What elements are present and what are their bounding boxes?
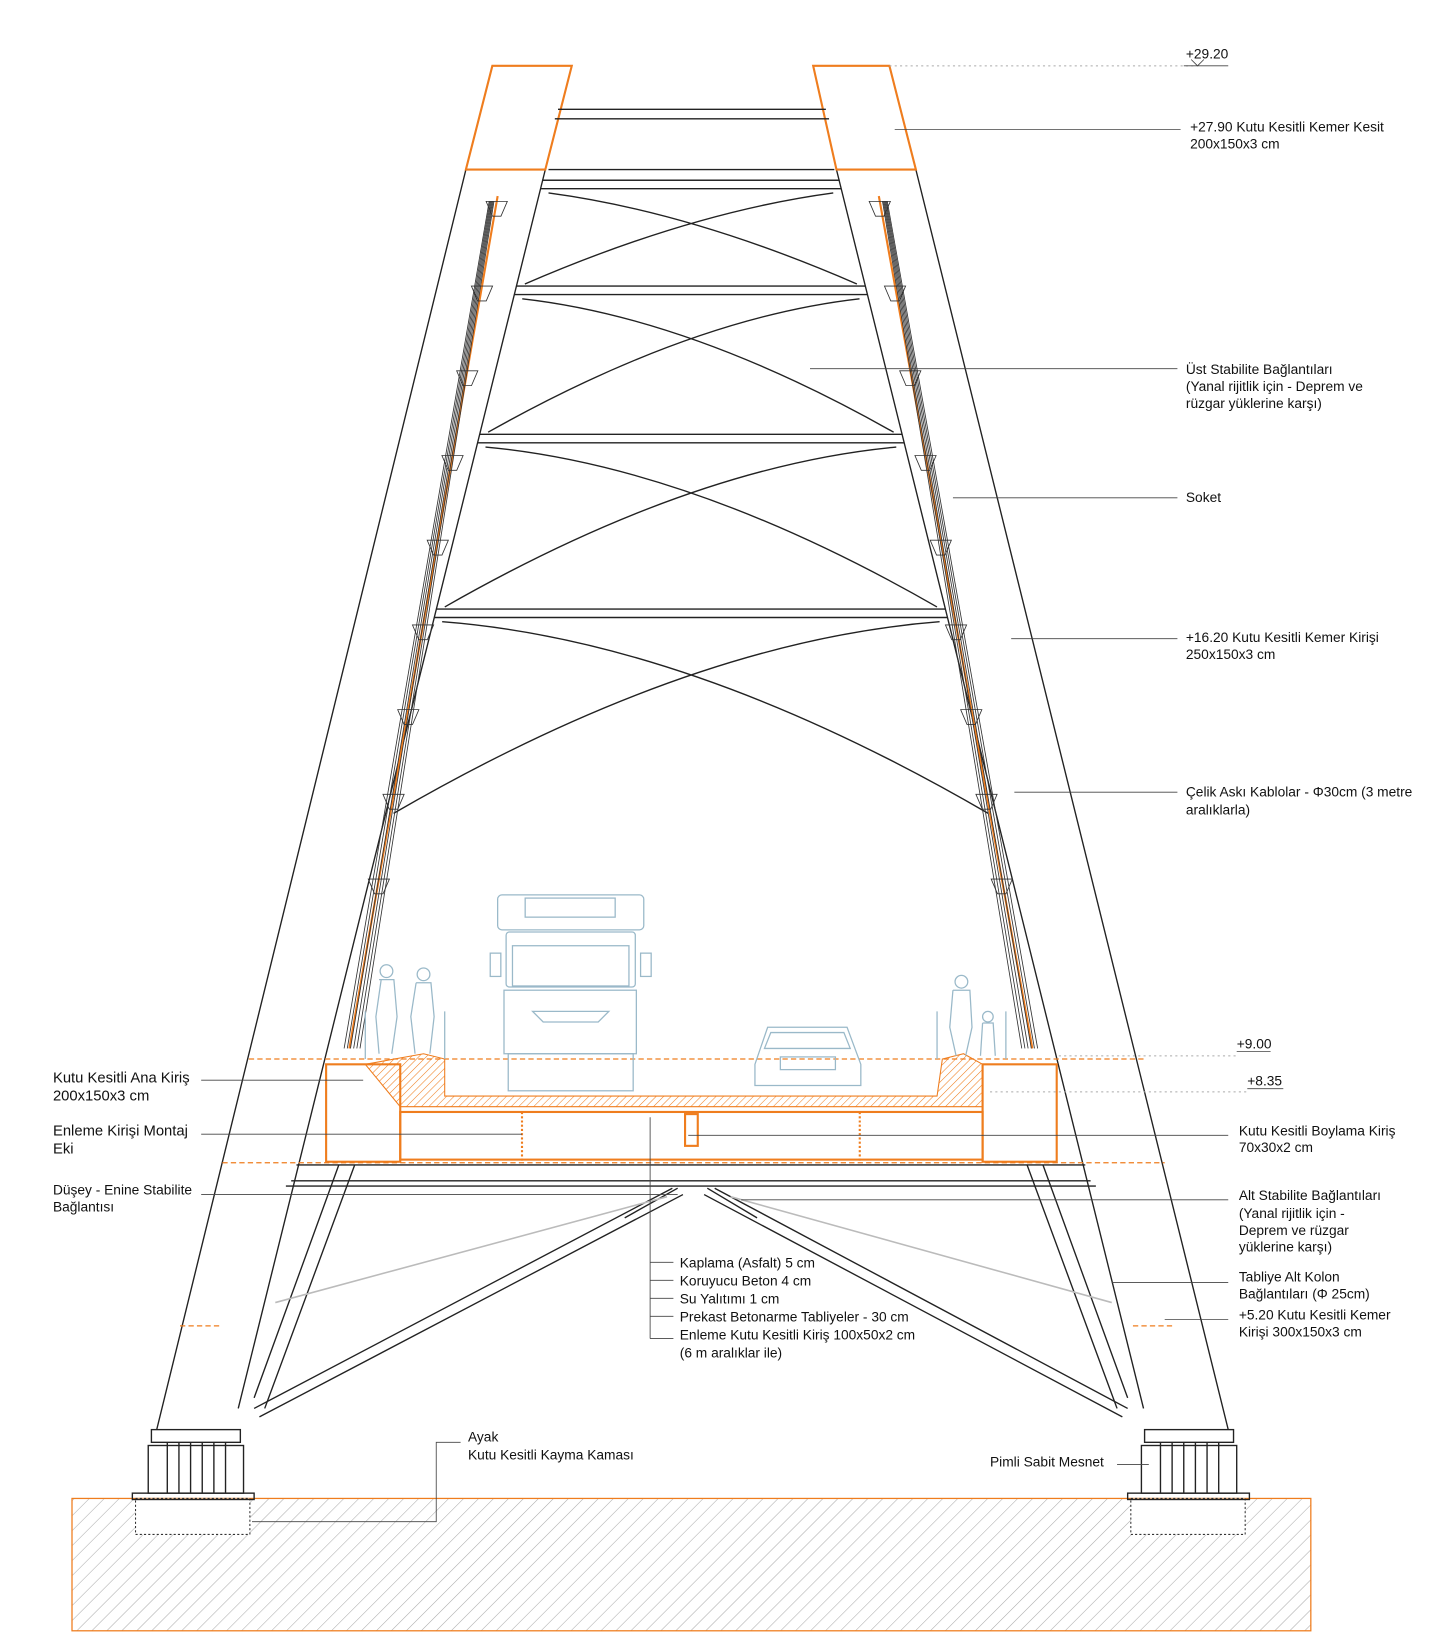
svg-text:Kirişi 300x150x3 cm: Kirişi 300x150x3 cm (1239, 1324, 1362, 1339)
bracing-beam (434, 608, 948, 619)
right-foundation-pocket (1130, 1497, 1246, 1535)
svg-text:(Yanal rijitlik için -: (Yanal rijitlik için - (1239, 1206, 1345, 1221)
svg-text:+5.20 Kutu Kesitli Kemer: +5.20 Kutu Kesitli Kemer (1239, 1308, 1391, 1323)
svg-text:Düşey - Enine Stabilite: Düşey - Enine Stabilite (53, 1183, 192, 1198)
svg-text:Ayak: Ayak (468, 1429, 498, 1444)
label-socket: Soket (1186, 490, 1221, 505)
svg-text:rüzgar yüklerine karşı): rüzgar yüklerine karşı) (1186, 396, 1322, 411)
label-cables: Çelik Askı Kablolar - Φ30cm (3 metre aral… (1186, 784, 1413, 817)
label-arch-mid: +16.20 Kutu Kesitli Kemer Kirişi 250x150x… (1186, 630, 1379, 662)
socket-icon (485, 200, 892, 217)
svg-text:Kutu Kesitli Kayma Kaması: Kutu Kesitli Kayma Kaması (468, 1447, 634, 1462)
svg-text:Kutu Kesitli Ana Kiriş: Kutu Kesitli Ana Kiriş (53, 1070, 190, 1086)
socket-icon (382, 793, 998, 810)
upper-bracing-frames (393, 179, 989, 814)
svg-text:Üst Stabilite Bağlantıları: Üst Stabilite Bağlantıları (1186, 360, 1333, 377)
svg-text:Deprem ve rüzgar: Deprem ve rüzgar (1239, 1223, 1349, 1238)
svg-text:(6 m aralıklar ile): (6 m aralıklar ile) (680, 1346, 782, 1361)
left-arch-leg (156, 64, 574, 1430)
svg-text:+29.20: +29.20 (1186, 46, 1229, 61)
cable-strand (346, 201, 1035, 1049)
svg-text:Alt Stabilite Bağlantıları: Alt Stabilite Bağlantıları (1239, 1188, 1381, 1203)
bracing-diagonal (487, 298, 894, 433)
socket-icon (470, 285, 907, 302)
svg-text:(Yanal rijitlik için - Deprem: (Yanal rijitlik için - Deprem ve (1186, 379, 1363, 394)
bracing-diagonal (393, 621, 989, 814)
bracing-diagonal (444, 446, 938, 608)
label-arch-top: +27.90 Kutu Kesitli Kemer Kesit200x150x3… (1190, 120, 1384, 152)
svg-text:Bağlantıları (Φ 25cm): Bağlantıları (Φ 25cm) (1239, 1286, 1370, 1301)
level-marker-deck: +9.00 (1058, 1036, 1272, 1057)
label-main-girder: Kutu Kesitli Ana Kiriş 200x150x3 cm (53, 1070, 190, 1104)
cable-strand (359, 201, 1023, 1049)
svg-text:70x30x2 cm: 70x30x2 cm (1239, 1140, 1313, 1155)
left-foundation-pocket (135, 1497, 251, 1535)
svg-text:200x150x3 cm: 200x150x3 cm (1190, 136, 1279, 151)
bracing-beam (514, 285, 868, 296)
right-arch-leg (811, 64, 1229, 1430)
socket-icon (426, 539, 952, 556)
svg-text:Prekast Betonarme Tabliyeler -: Prekast Betonarme Tabliyeler - 30 cm (680, 1310, 909, 1325)
cable-strand (350, 201, 1032, 1049)
left-bearing (131, 1428, 255, 1501)
car-silhouette (754, 1026, 862, 1087)
top-tie-beam (542, 108, 840, 181)
socket-icon (411, 624, 968, 641)
deck-layer-list: Kaplama (Asfalt) 5 cm Koruyucu Beton 4 c… (680, 1256, 915, 1361)
svg-text:aralıklarla): aralıklarla) (1186, 802, 1250, 817)
truck-silhouette (489, 894, 652, 1092)
socket-icon (367, 878, 1013, 895)
right-bearing (1126, 1428, 1251, 1501)
cable-strand (356, 201, 1026, 1049)
svg-text:Çelik Askı Kablolar - Φ30cm (3: Çelik Askı Kablolar - Φ30cm (3 metre (1186, 784, 1413, 799)
label-upper-bracing: Üst Stabilite Bağlantıları (Yanal rijitli… (1186, 360, 1363, 411)
bracing-beam (540, 179, 842, 190)
svg-text:200x150x3 cm: 200x150x3 cm (53, 1088, 149, 1104)
socket-icon (456, 370, 922, 387)
svg-text:250x150x3 cm: 250x150x3 cm (1186, 647, 1275, 662)
svg-text:Tabliye Alt Kolon: Tabliye Alt Kolon (1239, 1269, 1340, 1284)
cable-strand (343, 201, 1039, 1049)
svg-text:Eki: Eki (53, 1141, 74, 1157)
bracing-diagonal (524, 192, 858, 285)
cable-strand (353, 201, 1029, 1049)
svg-text:+8.35: +8.35 (1247, 1074, 1282, 1089)
deck (180, 1053, 1176, 1418)
svg-text:Pimli Sabit Mesnet: Pimli Sabit Mesnet (990, 1455, 1104, 1470)
socket-icon (397, 709, 983, 725)
level-marker-road: +8.35 (990, 1074, 1284, 1093)
svg-text:+16.20 Kutu Kesitli Kemer Kiri: +16.20 Kutu Kesitli Kemer Kirişi (1186, 630, 1379, 645)
hanger-cables (343, 195, 1039, 1049)
svg-text:yüklerine karşı): yüklerine karşı) (1239, 1240, 1332, 1255)
svg-text:Enleme Kirişi Montaj: Enleme Kirişi Montaj (53, 1123, 188, 1139)
ground-foundation (71, 1497, 1312, 1632)
leader-lines (201, 128, 1229, 1523)
svg-text:Soket: Soket (1186, 490, 1221, 505)
svg-text:Enleme Kutu Kesitli Kiriş 100x: Enleme Kutu Kesitli Kiriş 100x50x2 cm (680, 1328, 915, 1343)
socket-icon (441, 455, 937, 471)
svg-text:Kaplama (Asfalt) 5 cm: Kaplama (Asfalt) 5 cm (680, 1256, 815, 1271)
svg-text:Kutu Kesitli Boylama Kiriş: Kutu Kesitli Boylama Kiriş (1239, 1123, 1396, 1138)
label-lower-bracing: Alt Stabilite Bağlantıları (Yanal rijitli… (1239, 1188, 1381, 1255)
pedestrian-figures (364, 964, 1007, 1060)
svg-text:+27.90 Kutu Kesitli Kemer Kesi: +27.90 Kutu Kesitli Kemer Kesit (1190, 120, 1384, 135)
level-marker-top: +29.20 (889, 46, 1229, 67)
label-long-beam: Kutu Kesitli Boylama Kiriş 70x30x2 cm (1239, 1123, 1396, 1155)
svg-text:Su Yalıtımı 1 cm: Su Yalıtımı 1 cm (680, 1292, 780, 1307)
svg-text:Koruyucu Beton 4 cm: Koruyucu Beton 4 cm (680, 1274, 811, 1289)
label-bearing: Pimli Sabit Mesnet (990, 1455, 1104, 1470)
svg-text:Bağlantısı: Bağlantısı (53, 1200, 114, 1215)
bracing-beam (477, 433, 905, 444)
svg-text:+9.00: +9.00 (1237, 1036, 1272, 1051)
